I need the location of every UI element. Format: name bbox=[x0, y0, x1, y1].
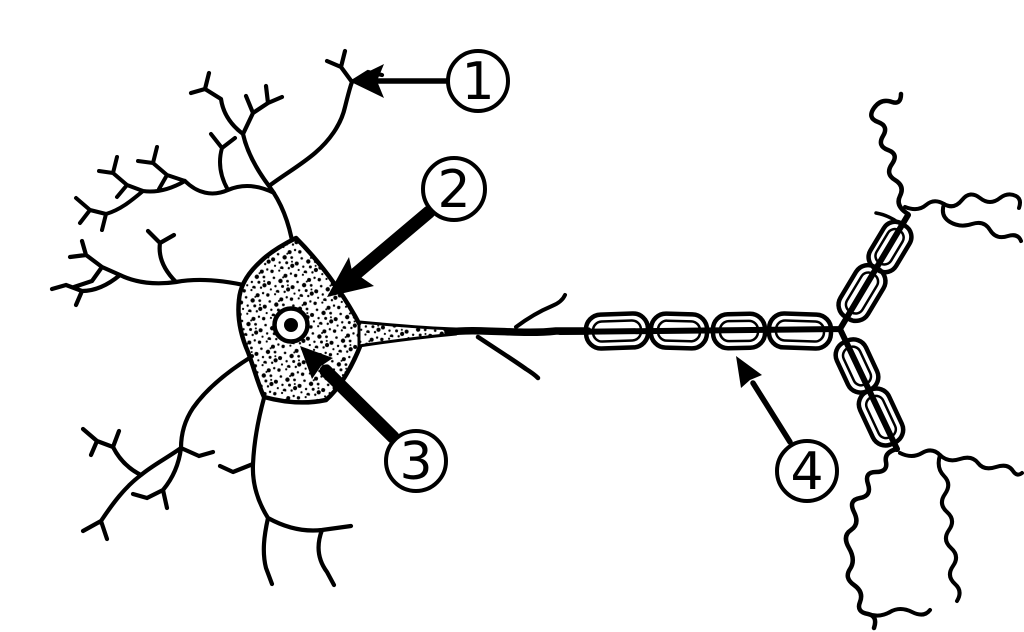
dendrite-branch-upper-left bbox=[74, 132, 276, 232]
callout-4-number: 4 bbox=[790, 442, 823, 502]
terminal-branch bbox=[874, 211, 901, 225]
callout-3-arrow-shaft bbox=[319, 364, 400, 444]
myelin-segment bbox=[856, 386, 906, 448]
callout-4-myelin-sheath: 4 bbox=[736, 356, 839, 503]
myelin-sheath bbox=[557, 212, 914, 452]
callout-1-dendrites: 1 bbox=[349, 49, 510, 113]
axon-hillock bbox=[357, 320, 458, 348]
callout-1-number: 1 bbox=[461, 52, 494, 112]
callout-2-arrow-shaft bbox=[345, 205, 436, 284]
myelin-segment bbox=[766, 311, 834, 351]
terminal-branch bbox=[936, 453, 962, 603]
terminal-branch bbox=[898, 448, 1024, 477]
callout-1-circle bbox=[446, 49, 510, 113]
callout-3-number: 3 bbox=[399, 432, 432, 492]
dendrite-branch-left bbox=[49, 228, 251, 308]
dendrite-branch-lower-left bbox=[80, 354, 254, 542]
axon-terminals-upper bbox=[869, 91, 1023, 243]
callout-4-circle bbox=[775, 439, 839, 503]
callout-1-arrowhead bbox=[349, 64, 384, 98]
callout-2-circle bbox=[421, 156, 487, 222]
callout-3-nucleus: 3 bbox=[300, 346, 448, 493]
callout-3-circle bbox=[384, 429, 448, 493]
nucleolus-dot bbox=[284, 318, 298, 332]
nucleus bbox=[272, 306, 310, 344]
axon-terminals-lower bbox=[843, 446, 1024, 631]
axon-fiber bbox=[444, 326, 592, 337]
axon-collateral-upper bbox=[514, 293, 567, 329]
myelin-segment bbox=[710, 311, 768, 351]
terminal-branch bbox=[843, 446, 900, 631]
terminal-branch bbox=[940, 202, 1023, 243]
callout-3-arrowhead bbox=[300, 346, 333, 379]
callout-2-cell-body: 2 bbox=[327, 156, 487, 297]
terminal-branch bbox=[866, 607, 932, 618]
terminal-branch bbox=[869, 91, 911, 217]
dendrites bbox=[49, 48, 385, 588]
callout-2-number: 2 bbox=[437, 160, 470, 220]
callout-4-arrow-shaft bbox=[750, 380, 793, 445]
axon-collateral-lower bbox=[475, 334, 541, 381]
callout-4-arrowhead bbox=[736, 356, 762, 388]
axon-core-line bbox=[557, 212, 911, 452]
myelin-segment bbox=[648, 311, 710, 351]
axon bbox=[357, 293, 592, 381]
callout-2-arrowhead bbox=[327, 257, 374, 297]
terminal-branch bbox=[903, 192, 1022, 212]
dendrite-branch-bottom bbox=[217, 395, 354, 588]
myelin-segment bbox=[583, 311, 651, 351]
myelin-segment bbox=[866, 219, 914, 275]
